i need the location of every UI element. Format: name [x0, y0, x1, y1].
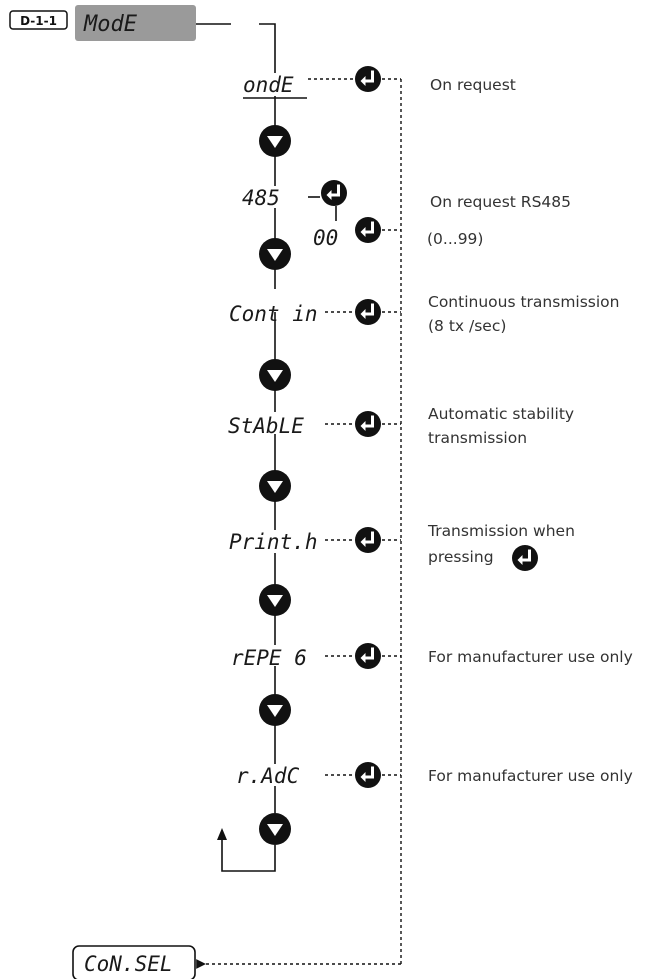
option-radc: r.AdC — [236, 764, 300, 788]
down-arrow-key-icon — [259, 470, 291, 502]
description-stability-2: transmission — [428, 429, 527, 447]
down-arrow-key-icon — [259, 584, 291, 616]
option-onde: ondE — [243, 73, 294, 97]
description-address-range: (0...99) — [427, 230, 483, 248]
rs485-address-display: 00 — [313, 226, 338, 250]
description-continuous-rate: (8 tx /sec) — [428, 317, 506, 335]
enter-key-icon — [510, 543, 540, 573]
description-manufacturer-use: For manufacturer use only — [428, 648, 633, 666]
description-stability: Automatic stability — [428, 405, 574, 423]
menu-code-label: D-1-1 — [20, 14, 57, 28]
loop-back-arrowhead — [217, 828, 227, 840]
option-print: Print.h — [229, 530, 318, 554]
menu-code-badge: D-1-1 — [9, 10, 68, 30]
description-on-request-rs485: On request RS485 — [430, 193, 571, 211]
enter-key-icon — [353, 641, 383, 671]
down-arrow-key-icon — [259, 694, 291, 726]
exit-display-text: CoN.SEL — [84, 952, 173, 976]
description-on-request: On request — [430, 76, 516, 94]
down-arrow-key-icon — [259, 359, 291, 391]
loop-back-connector — [221, 836, 276, 872]
description-transmission-when: Transmission when — [427, 522, 575, 540]
mode-display-text: ModE — [83, 12, 138, 37]
enter-key-icon — [353, 64, 383, 94]
description-manufacturer-use: For manufacturer use only — [428, 767, 633, 785]
down-arrow-key-icon — [259, 125, 291, 157]
option-repe: rEPE 6 — [231, 646, 307, 670]
mode-display: ModE — [75, 5, 196, 41]
connector — [259, 23, 276, 73]
enter-key-icon — [319, 178, 349, 208]
description-pressing: pressing — [428, 548, 494, 566]
exit-display: CoN.SEL — [72, 945, 196, 979]
down-arrow-key-icon — [259, 813, 291, 845]
enter-key-icon — [353, 297, 383, 327]
option-stable: StAbLE — [228, 414, 304, 438]
description-continuous: Continuous transmission — [428, 293, 620, 311]
down-arrow-key-icon — [259, 238, 291, 270]
enter-key-icon — [353, 409, 383, 439]
enter-key-icon — [353, 215, 383, 245]
enter-key-icon — [353, 760, 383, 790]
enter-key-icon — [353, 525, 383, 555]
option-485: 485 — [242, 186, 280, 210]
option-cont-in: Cont in — [229, 302, 318, 326]
